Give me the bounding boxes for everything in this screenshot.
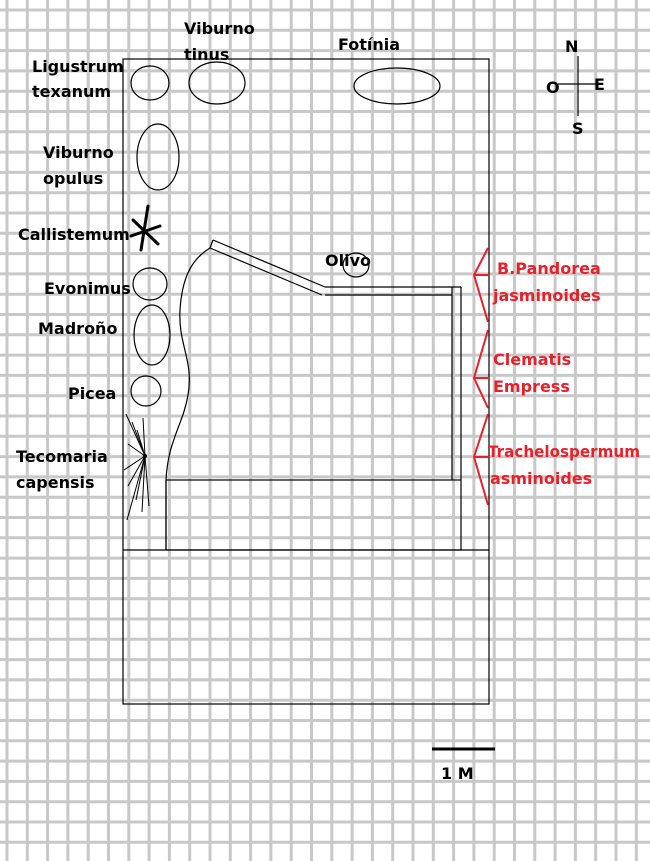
compass-south: S — [572, 119, 584, 138]
ligustrum-shrub — [130, 65, 170, 101]
label-pandorea-1: B.Pandorea — [497, 259, 601, 278]
label-viburno-opulus-2: opulus — [43, 169, 103, 188]
plot-boundary — [122, 58, 490, 705]
scale-label: 1 M — [441, 764, 474, 783]
asterisk-shrub-icon — [129, 204, 162, 252]
tecomaria-center — [143, 454, 147, 458]
label-pandorea-2: jasminoides — [492, 286, 601, 305]
compass-rose-icon — [558, 56, 596, 116]
olivo-tree — [342, 252, 370, 278]
compass-north: N — [565, 37, 578, 56]
house-outline — [209, 239, 462, 480]
compass-east: E — [594, 75, 605, 94]
label-callistemum: Callistemum — [18, 225, 130, 244]
label-viburno-tinus-2: tinus — [184, 45, 229, 64]
viburno-tinus-shrub — [188, 61, 246, 105]
fotinia-shrub — [353, 67, 441, 105]
fan-shrub-icon — [123, 413, 150, 521]
label-madrono: Madroño — [38, 319, 117, 338]
label-ligustrum-1: Ligustrum — [32, 57, 124, 76]
clematis-bracket — [472, 329, 490, 409]
compass-west: O — [546, 78, 560, 97]
garden-path — [165, 247, 211, 481]
label-viburno-opulus-1: Viburno — [43, 143, 114, 162]
label-evonimus: Evonimus — [44, 279, 131, 298]
label-trachelospermum-1: Trachelospermum — [488, 442, 640, 461]
label-fotinia: Fotínia — [338, 35, 400, 54]
label-picea: Picea — [68, 384, 116, 403]
label-viburno-tinus-1: Viburno — [184, 19, 255, 38]
madrono-shrub — [133, 304, 171, 366]
pandorea-bracket — [472, 247, 490, 323]
label-olivo: Olivo — [325, 251, 371, 270]
label-trachelospermum-2: asminoides — [490, 469, 592, 488]
trachelospermum-bracket — [472, 413, 490, 506]
label-clematis-2: Empress — [493, 377, 570, 396]
label-clematis-1: Clematis — [493, 350, 571, 369]
viburno-opulus-shrub — [136, 123, 180, 191]
evonimus-shrub — [132, 267, 168, 301]
label-tecomaria-1: Tecomaria — [16, 447, 108, 466]
picea-shrub — [130, 375, 162, 407]
label-ligustrum-2: texanum — [32, 82, 111, 101]
label-tecomaria-2: capensis — [16, 473, 95, 492]
